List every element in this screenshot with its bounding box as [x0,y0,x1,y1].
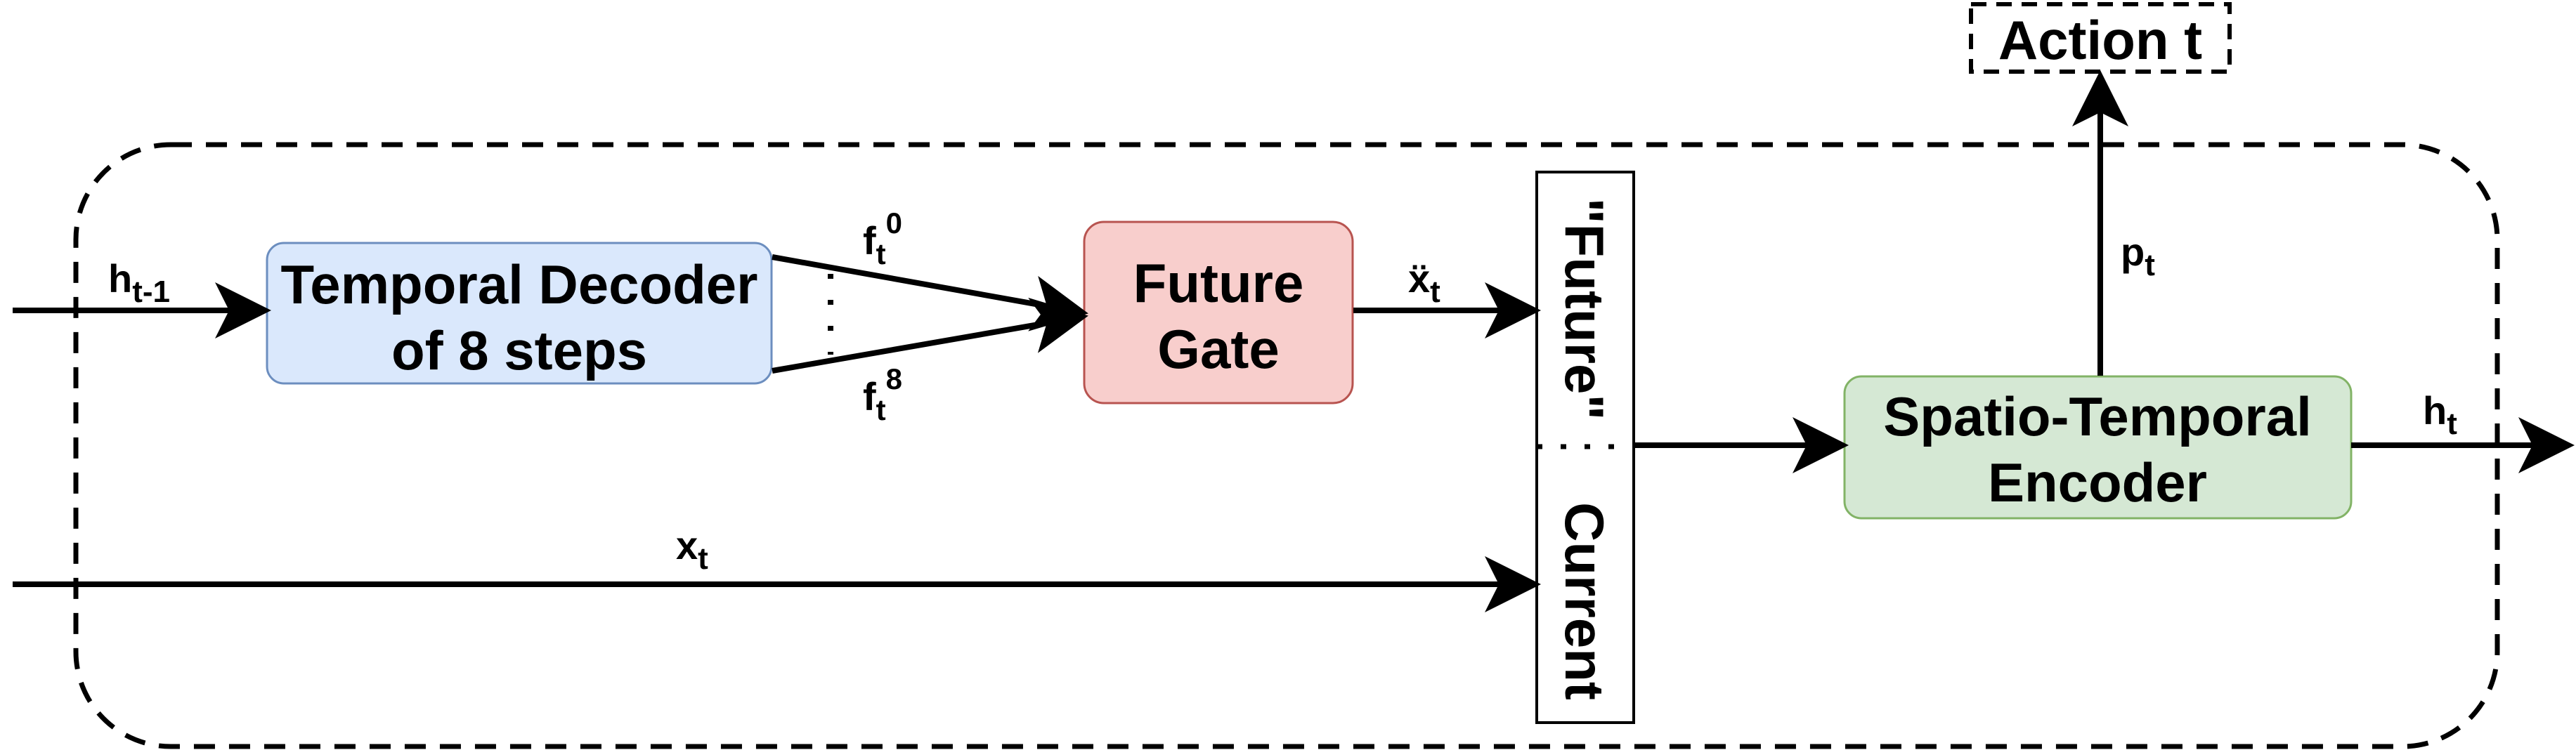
x-t-label: xt [676,523,708,576]
spatio-temporal-encoder-label-line1: Spatio-Temporal [1883,386,2312,447]
temporal-decoder-label-line1: Temporal Decoder [280,254,757,315]
recurrent-cell-boundary [73,142,2500,749]
action-box [1969,2,2232,74]
f-last-arrow [772,297,1088,374]
temporal-decoder-label-line2: of 8 steps [391,320,647,381]
concat-current-label: Current [1554,502,1615,700]
spatio-temporal-encoder-label-line2: Encoder [1988,452,2207,513]
f-last-label: ft8 [863,362,902,426]
h-t-label: ht [2423,388,2457,441]
h-prev-label: ht-1 [108,256,170,309]
concat-future-label: "Future" [1554,198,1615,421]
p-t-label: pt [2121,230,2155,282]
future-gate-label-line2: Gate [1157,318,1279,380]
action-label: Action t [1998,9,2202,71]
future-gate-label-line1: Future [1133,252,1304,314]
x-future-label: ẍt [1408,256,1440,309]
f-first-arrow [772,254,1088,331]
f-first-label: ft0 [863,206,902,270]
